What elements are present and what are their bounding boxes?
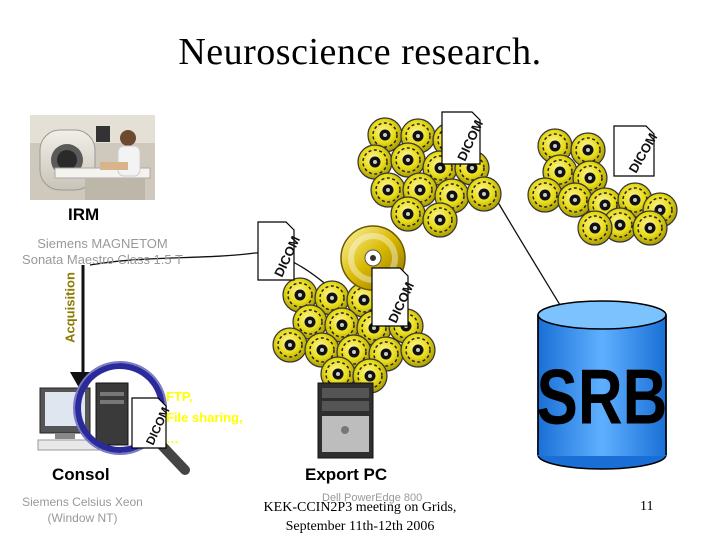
transfer-line2: File sharing, <box>166 407 243 428</box>
dicom-document-irm: DICOM <box>258 222 303 280</box>
footer-line1: KEK-CCIN2P3 meeting on Grids, <box>255 498 465 517</box>
export-pc-label: Export PC <box>305 465 387 485</box>
footer: KEK-CCIN2P3 meeting on Grids, September … <box>255 498 465 536</box>
irm-model-line2: Sonata Maestro Class 1.5 T <box>15 252 190 268</box>
mri-scanner-image <box>30 115 155 200</box>
consol-model-line2: (Window NT) <box>20 510 145 526</box>
consol-model: Siemens Celsius Xeon (Window NT) <box>20 494 145 526</box>
export-pc-server-image <box>318 383 373 458</box>
irm-model: Siemens MAGNETOM Sonata Maestro Class 1.… <box>15 236 190 268</box>
transfer-line1: FTP, <box>166 386 243 407</box>
page-title: Neuroscience research. <box>0 30 720 74</box>
page-number: 11 <box>640 499 653 515</box>
irm-label: IRM <box>68 205 99 225</box>
srb-label: SRB <box>537 353 668 440</box>
srb-storage-cylinder: SRB <box>537 301 668 469</box>
consol-label: Consol <box>52 465 110 485</box>
transfer-methods: FTP, File sharing, … <box>166 386 243 449</box>
acquisition-label: Acquisition <box>63 263 78 353</box>
dicom-document-top: DICOM <box>442 112 486 164</box>
transfer-line3: … <box>166 428 243 449</box>
footer-line2: September 11th-12th 2006 <box>255 517 465 536</box>
dicom-document-top-right: DICOM <box>614 126 660 176</box>
irm-model-line1: Siemens MAGNETOM <box>15 236 190 252</box>
consol-model-line1: Siemens Celsius Xeon <box>20 494 145 510</box>
